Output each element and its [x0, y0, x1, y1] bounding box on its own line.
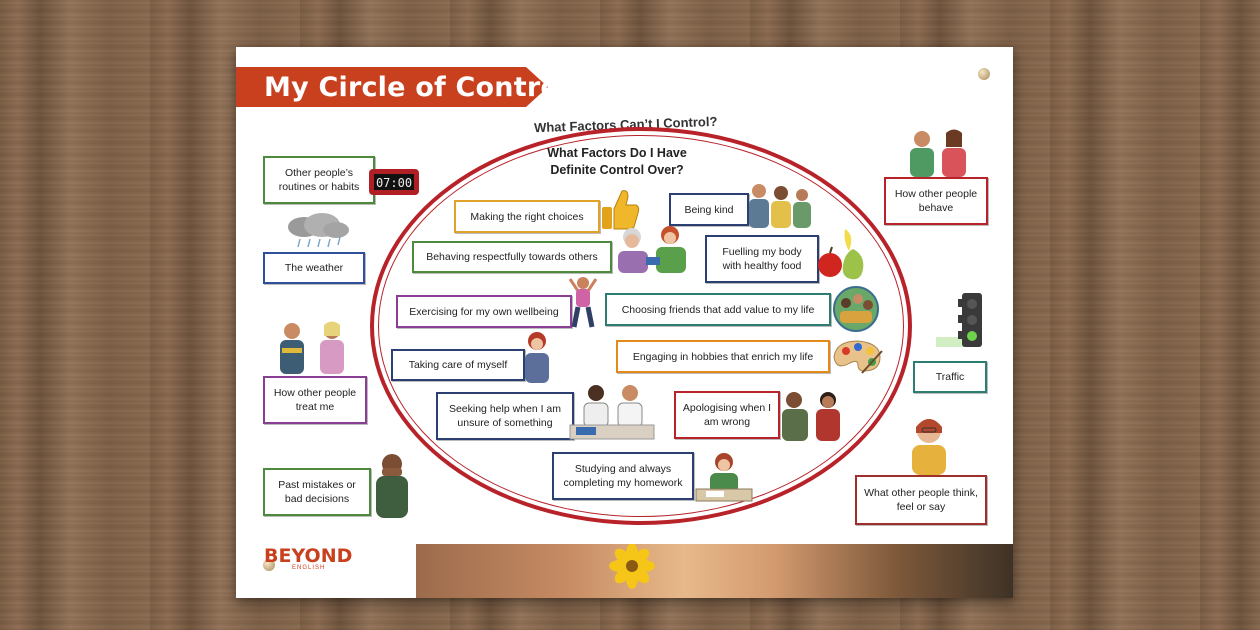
control-circle — [370, 127, 912, 525]
poster: My Circle of Control What Factors Can’t … — [236, 47, 1013, 598]
inside-label-seek-help: Seeking help when I am unsure of somethi… — [436, 392, 574, 440]
poster-title: My Circle of Control — [264, 72, 569, 103]
alarm-clock-icon: 07:00 — [368, 167, 422, 202]
traffic-light-icon — [936, 291, 986, 360]
inside-label-friends: Choosing friends that add value to my li… — [605, 293, 831, 326]
paint-palette-icon — [828, 337, 884, 382]
inside-label-homework: Studying and always completing my homewo… — [552, 452, 694, 500]
people-pair-icon — [274, 320, 358, 381]
inside-label-take-care: Taking care of myself — [391, 349, 525, 381]
inside-label-healthy-food: Fuelling my body with healthy food — [705, 235, 819, 283]
flower-icon — [609, 544, 655, 589]
group-friends-icon — [746, 182, 816, 233]
inside-label-exercising: Exercising for my own wellbeing — [396, 295, 572, 328]
inside-label-respectful: Behaving respectfully towards others — [412, 241, 612, 273]
helping-elder-icon — [612, 223, 696, 278]
pin-icon — [263, 559, 275, 571]
inner-question: What Factors Do I Have Definite Control … — [547, 146, 687, 177]
outside-label-routines: Other people’s routines or habits — [263, 156, 375, 204]
homework-student-icon — [692, 451, 754, 508]
outside-label-past-mistakes: Past mistakes or bad decisions — [263, 468, 371, 516]
inside-label-hobbies: Engaging in hobbies that enrich my life — [616, 340, 830, 373]
clock-time: 07:00 — [376, 176, 412, 190]
rain-cloud-icon — [280, 213, 354, 256]
self-care-girl-icon — [519, 329, 555, 388]
bottom-photo-strip — [416, 544, 1013, 598]
inside-label-apologising: Apologising when I am wrong — [674, 391, 780, 439]
brand-logo-sub: ENGLISH — [292, 565, 326, 571]
person-regret-icon — [368, 452, 416, 523]
exercising-person-icon — [566, 275, 600, 334]
apology-pair-icon — [776, 389, 850, 446]
inside-label-right-choices: Making the right choices — [454, 200, 600, 233]
pin-icon — [978, 68, 990, 80]
outside-label-traffic: Traffic — [913, 361, 987, 393]
thinking-girl-icon — [904, 415, 954, 480]
fruit-icon — [815, 225, 867, 286]
title-banner — [236, 67, 548, 107]
study-group-icon — [566, 381, 658, 448]
thumbs-up-icon — [600, 187, 640, 236]
outside-label-think-feel-say: What other people think, feel or say — [855, 475, 987, 525]
inside-label-being-kind: Being kind — [669, 193, 749, 226]
outside-label-behave: How other people behave — [884, 177, 988, 225]
control-circle-inner — [378, 135, 904, 517]
brand-logo: BEYOND — [264, 545, 353, 567]
people-behave-icon — [904, 129, 974, 182]
outside-label-weather: The weather — [263, 252, 365, 284]
friends-circle-photo-icon — [832, 285, 880, 338]
outside-label-treat-me: How other people treat me — [263, 376, 367, 424]
